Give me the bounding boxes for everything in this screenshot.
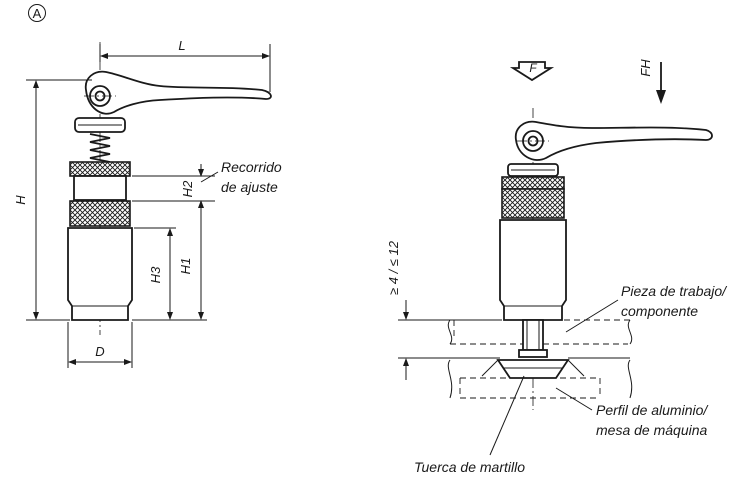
workpiece-and-profile — [398, 319, 633, 399]
hammer-nut — [496, 359, 570, 379]
cam-lever-right — [514, 120, 713, 161]
adjusting-sleeve — [73, 175, 127, 201]
travel-dimension: ≥ 4 / ≤ 12 — [386, 240, 409, 380]
svg-text:A: A — [33, 6, 42, 21]
svg-text:F: F — [529, 61, 537, 75]
svg-text:Tuerca de martillo: Tuerca de martillo — [414, 459, 525, 475]
lower-knurled-ring — [69, 200, 131, 227]
svg-text:mesa de máquina: mesa de máquina — [596, 422, 708, 438]
svg-text:de ajuste: de ajuste — [221, 179, 278, 195]
dim-D: D — [95, 344, 104, 359]
dim-H2: H2 — [180, 180, 195, 197]
svg-text:FH: FH — [638, 59, 653, 77]
spring — [89, 133, 111, 163]
left-dimensions: L H H2 H1 H3 D — [13, 38, 271, 368]
adjust-travel-callout: Recorrido de ajuste — [200, 159, 282, 195]
upper-knurled-nut-right — [501, 176, 565, 190]
workpiece-callout: Pieza de trabajo/ componente — [565, 283, 728, 333]
upper-knurled-nut — [69, 161, 131, 177]
dim-L: L — [178, 38, 185, 53]
force-arrow-FH: FH — [638, 59, 666, 104]
lower-knurled-ring-right — [501, 188, 565, 219]
cam-lever — [84, 70, 272, 115]
profile-callout: Perfil de aluminio/ mesa de máquina — [555, 387, 709, 438]
dim-H1: H1 — [178, 258, 193, 275]
force-arrow-F: F — [509, 61, 555, 82]
plunger-pin — [522, 319, 544, 351]
svg-text:Perfil de aluminio/: Perfil de aluminio/ — [596, 402, 709, 418]
dim-travel-range: ≥ 4 / ≤ 12 — [386, 240, 401, 295]
right-indexing-plunger — [496, 108, 713, 410]
view-a-marker: A — [28, 4, 46, 22]
left-indexing-plunger — [67, 42, 272, 335]
svg-text:Recorrido: Recorrido — [221, 159, 282, 175]
svg-text:Pieza de trabajo/: Pieza de trabajo/ — [621, 283, 728, 299]
hammer-nut-callout: Tuerca de martillo — [414, 375, 525, 475]
threaded-body — [67, 227, 133, 321]
threaded-body-right — [499, 219, 567, 321]
dim-H: H — [13, 195, 28, 205]
dim-H3: H3 — [148, 266, 163, 283]
svg-text:componente: componente — [621, 303, 698, 319]
